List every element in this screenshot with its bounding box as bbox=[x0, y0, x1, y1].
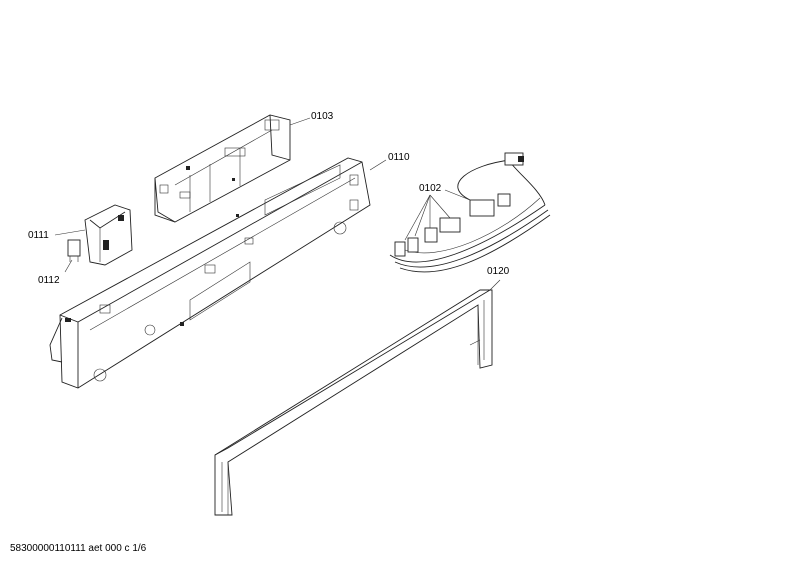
label-0102: 0102 bbox=[419, 183, 442, 194]
part-0110-control-panel bbox=[49, 157, 387, 389]
label-0103: 0103 bbox=[311, 111, 334, 122]
label-0120: 0120 bbox=[487, 266, 510, 277]
part-0111-switch bbox=[54, 204, 133, 266]
part-0103-electronic-module bbox=[154, 114, 311, 223]
part-0112-connector bbox=[64, 239, 81, 273]
part-0102-wiring-harness bbox=[389, 152, 551, 273]
label-0112: 0112 bbox=[38, 275, 60, 286]
document-id-footer: 58300000110111 aet 000 c 1/6 bbox=[10, 543, 147, 554]
part-0120-trim-strip bbox=[214, 279, 501, 516]
label-0111: 0111 bbox=[28, 230, 49, 241]
label-0110: 0110 bbox=[388, 152, 410, 163]
